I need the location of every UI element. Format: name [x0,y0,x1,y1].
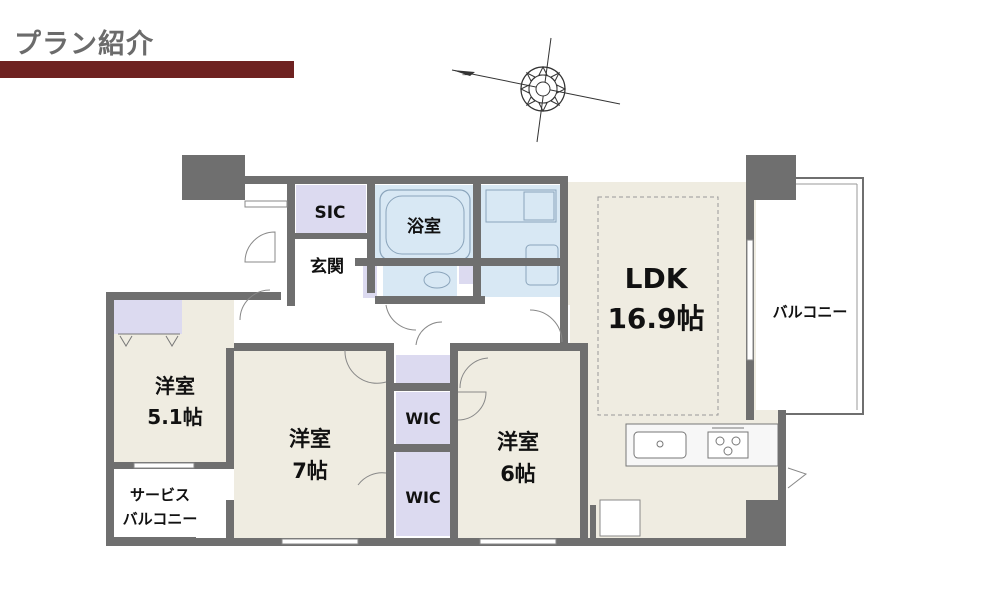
label-entrance: 玄関 [310,256,344,277]
label-bath: 浴室 [407,216,441,237]
compass-icon: — [451,37,621,143]
windows [133,200,754,545]
label-ldk-name: LDK [625,262,689,295]
label-western3-name: 洋室 [497,430,539,454]
label-western2-name: 洋室 [289,427,331,451]
label-western2-size: 7帖 [292,459,328,483]
label-wic1: WIC [405,409,440,428]
label-service-balcony-2: バルコニー [123,510,198,528]
label-service-balcony-1: サービス [130,486,190,504]
svg-text:—: — [462,70,471,80]
label-ldk-size: 16.9帖 [607,302,704,335]
title-underline-bar [0,61,294,78]
kitchen-counter [625,423,779,467]
label-wic2: WIC [405,488,440,507]
label-sic: SIC [314,203,345,223]
label-western1-size: 5.1帖 [147,405,202,429]
label-western1-name: 洋室 [155,374,195,398]
label-balcony: バルコニー [773,303,848,321]
balcony-area [754,177,864,415]
page-title: プラン紹介 [14,29,154,60]
label-western3-size: 6帖 [500,462,536,486]
door-swings [239,231,808,489]
